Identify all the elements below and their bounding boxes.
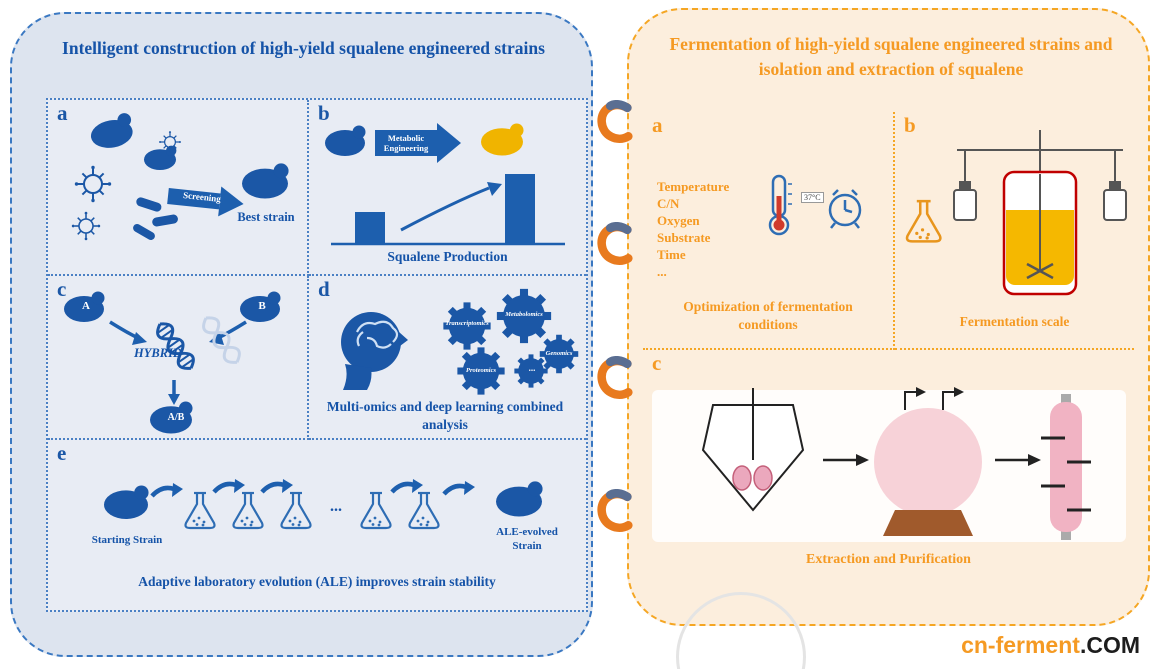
flow-arrow xyxy=(823,454,869,466)
condition-item: C/N xyxy=(657,196,680,211)
metabolic-engineering-arrow-label: Metabolic Engineering xyxy=(383,133,429,154)
ale-caption: Adaptive laboratory evolution (ALE) impr… xyxy=(138,574,496,589)
condition-item: Time xyxy=(657,247,686,262)
best-strain-cell-icon xyxy=(242,163,289,199)
subpanel-fermentation-scale: b xyxy=(895,112,1134,350)
squalene-production-caption: Squalene Production xyxy=(387,249,508,264)
proteomics-label: Proteomics xyxy=(466,367,496,374)
omics-ellipsis: ... xyxy=(528,363,536,373)
fermentation-conditions-list: Temperature C/N Oxygen Substrate Time ..… xyxy=(657,178,729,280)
thermometer-icon xyxy=(768,174,792,236)
brain-head-icon xyxy=(341,312,408,390)
flow-arrow xyxy=(995,454,1041,466)
condition-item: Temperature xyxy=(657,179,730,194)
metabolomics-label: Metabolomics xyxy=(505,311,543,318)
brain-folds xyxy=(356,320,399,349)
ale-ellipsis: ... xyxy=(330,498,342,515)
squalene-bar-chart xyxy=(331,174,565,246)
subpanel-screening: a xyxy=(48,100,309,276)
optimization-caption: Optimization of fermentation conditions xyxy=(683,299,853,333)
transcriptomics-label: Transcriptomics xyxy=(445,320,489,327)
bacteria-icon xyxy=(133,197,178,240)
hook-icon xyxy=(596,221,634,268)
hook-icon xyxy=(596,488,634,535)
right-subpanel-grid: a Temperature C/N Oxygen Substrate Time … xyxy=(643,112,1134,612)
subpanel-optimization: a Temperature C/N Oxygen Substrate Time … xyxy=(643,112,895,350)
dna-helix-icon xyxy=(156,322,195,370)
right-panel: Fermentation of high-yield squalene engi… xyxy=(627,8,1150,626)
genomics-label: Genomics xyxy=(545,350,573,357)
hook-icon xyxy=(596,99,634,146)
hybrid-arrows xyxy=(109,320,247,345)
subpanel-label-b: b xyxy=(318,101,330,125)
fermenter-vessel-icon xyxy=(1002,170,1078,296)
bottle-icon xyxy=(953,181,1127,221)
left-subpanel-grid: a xyxy=(46,98,588,612)
hybrid-illustration xyxy=(64,291,281,434)
multiomics-illustration xyxy=(341,288,579,395)
dna-helix-ghost-icon xyxy=(202,316,241,364)
subpanel-label-a: a xyxy=(57,101,68,125)
subpanel-ale: e xyxy=(48,440,586,610)
subpanel-label-c: c xyxy=(57,277,67,301)
subpanel-label-ra: a xyxy=(652,113,663,137)
bioreactor-illustration xyxy=(905,130,1127,296)
microbes-screening-illustration xyxy=(71,112,289,241)
subpanel-label-e: e xyxy=(57,441,67,465)
ale-evolved-cell-icon xyxy=(496,481,543,517)
yeast-cell-icon xyxy=(87,112,177,170)
yeast-cell-icon xyxy=(325,125,366,156)
ale-evolved-strain-label: ALE-evolved Strain xyxy=(496,526,558,552)
subpanel-metabolic-engineering: b xyxy=(309,100,586,276)
down-arrow xyxy=(168,380,180,405)
cell-b-letter: B xyxy=(258,300,266,312)
gear-icon xyxy=(443,288,579,395)
condition-item: Substrate xyxy=(657,230,711,245)
best-strain-label: Best strain xyxy=(237,210,295,224)
hook-icon xyxy=(596,355,634,402)
left-panel: Intelligent construction of high-yield s… xyxy=(10,12,593,657)
multiomics-caption: Multi-omics and deep learning combined a… xyxy=(326,399,564,433)
thermometer-reading: 37°C xyxy=(801,192,824,203)
extraction-illustration xyxy=(701,387,1091,540)
screening-arrow xyxy=(167,186,244,217)
metabolic-engineering-illustration xyxy=(325,123,565,246)
hybrid-label: HYBRID xyxy=(134,346,182,360)
starting-strain-label: Starting Strain xyxy=(91,534,163,546)
subpanel-multiomics: d xyxy=(309,276,586,440)
cell-a-letter: A xyxy=(82,300,90,312)
extraction-caption: Extraction and Purification xyxy=(806,552,971,567)
metabolic-engineering-arrow xyxy=(375,123,461,163)
starting-strain-cell-icon xyxy=(104,485,149,519)
storage-tank-icon xyxy=(874,387,982,536)
flask-icon xyxy=(184,491,440,530)
condition-item: Oxygen xyxy=(657,213,700,228)
site-brand: cn-ferment.COM xyxy=(961,632,1140,659)
subpanel-label-rc: c xyxy=(652,351,662,375)
brand-suffix: .COM xyxy=(1079,632,1140,658)
chromatography-column-icon xyxy=(1041,394,1091,540)
engineered-cell-icon xyxy=(481,123,524,156)
subpanel-extraction: c xyxy=(643,350,1134,612)
fermenter-icon xyxy=(701,388,805,512)
tubing-lines xyxy=(957,130,1123,184)
right-panel-title: Fermentation of high-yield squalene engi… xyxy=(669,34,1113,79)
hybrid-cell-letter: A/B xyxy=(167,412,185,423)
flask-icon xyxy=(905,199,942,243)
alarm-clock-icon xyxy=(828,189,862,229)
subpanel-label-rb: b xyxy=(904,113,916,137)
left-panel-title: Intelligent construction of high-yield s… xyxy=(62,38,545,58)
fermentation-scale-caption: Fermentation scale xyxy=(959,314,1070,329)
subpanel-hybrid: c xyxy=(48,276,309,440)
condition-item: ... xyxy=(657,264,667,279)
subpanel-label-d: d xyxy=(318,277,330,301)
brand-name: cn-ferment xyxy=(961,632,1080,658)
